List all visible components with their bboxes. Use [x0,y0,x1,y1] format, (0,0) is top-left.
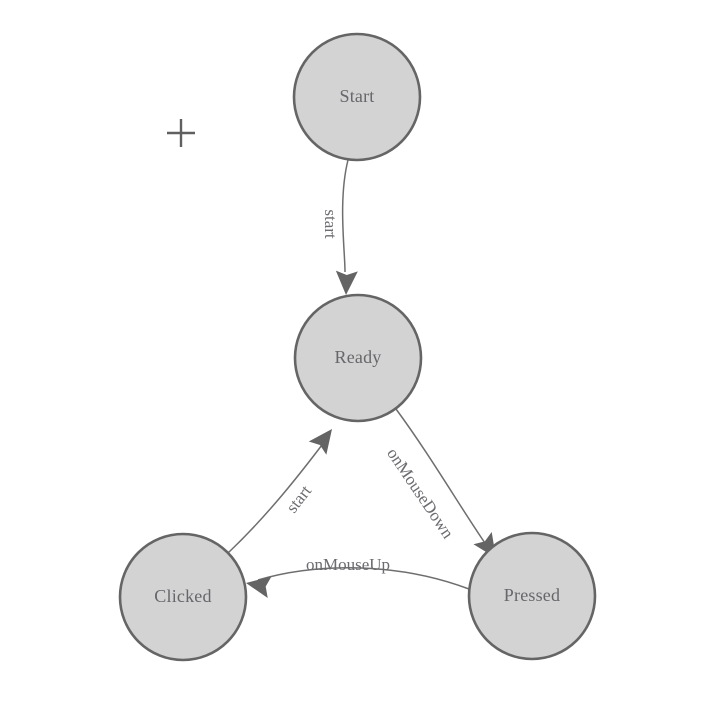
edge-clicked-to-ready[interactable] [227,440,326,554]
node-label-ready: Ready [335,347,382,367]
node-label-start: Start [340,86,375,106]
edges-layer [227,159,488,590]
arrowhead-shape [335,270,358,295]
node-circle-ready[interactable] [293,293,423,423]
edge-start-to-ready[interactable] [341,159,349,273]
node-ready[interactable]: Ready [293,293,423,423]
node-pressed[interactable]: Pressed [467,531,597,661]
arrowhead-start-to-ready [335,270,358,295]
arrowhead-shape [246,576,272,599]
arrowhead-pressed-to-clicked [246,576,272,599]
edge-label-pressed-to-clicked: onMouseUp [306,555,390,574]
edge-label-clicked-to-ready: start [282,481,315,516]
edge-ready-to-pressed[interactable] [395,408,488,547]
edge-label-ready-to-pressed: onMouseDown [383,444,458,542]
marker-layer [167,119,195,147]
node-label-pressed: Pressed [504,585,560,605]
node-circle-clicked[interactable] [118,532,248,662]
node-start[interactable]: Start [292,32,422,162]
arrowhead-clicked-to-ready [308,429,332,455]
node-circle-start[interactable] [292,32,422,162]
arrowhead-shape [308,429,332,455]
node-label-clicked: Clicked [154,586,211,606]
crosshair-icon [167,119,195,147]
node-clicked[interactable]: Clicked [118,532,248,662]
edge-label-start-to-ready: start [321,209,340,239]
edge-pressed-to-clicked[interactable] [257,567,470,590]
node-circle-pressed[interactable] [467,531,597,661]
